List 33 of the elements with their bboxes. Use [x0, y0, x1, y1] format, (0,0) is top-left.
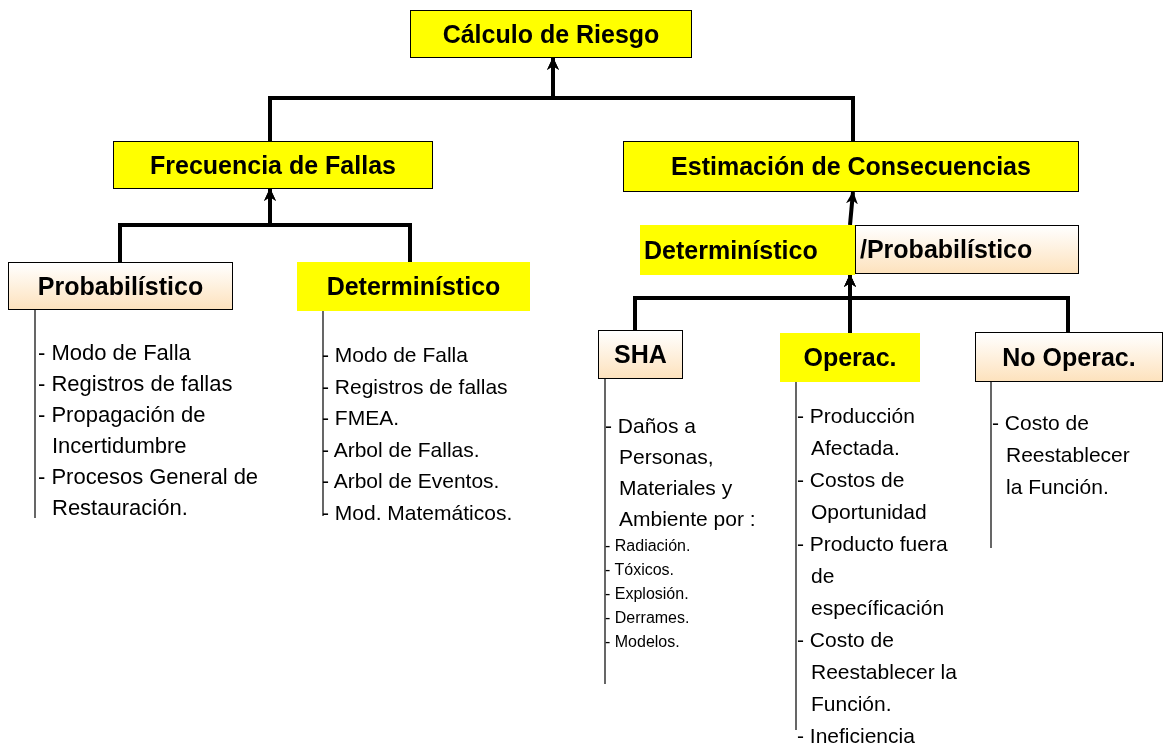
list-item: - Costo de Reestablecer la Función. [797, 627, 958, 717]
list-item: - Mod. Matemáticos. [322, 499, 514, 526]
list-item: - Explosión. [605, 584, 690, 604]
label-box: Frecuencia de Fallas [113, 141, 433, 189]
list-item: - Modo de Falla [38, 339, 192, 367]
list-item: - FMEA. [322, 405, 400, 431]
label-box: Operac. [780, 333, 920, 382]
label-box: SHA [598, 330, 683, 379]
list-item: - Ineficiencia [797, 723, 916, 744]
label-box: Determinístico [640, 225, 855, 275]
list-item: - Daños a Personas, Materiales y Ambiente por : [605, 413, 757, 532]
label-box: /Probabilístico [855, 225, 1079, 274]
list-item: - Costos de Oportunidad [797, 467, 928, 525]
list-item: - Modelos. [605, 632, 681, 652]
connector-arrow [845, 191, 858, 226]
label-box: No Operac. [975, 332, 1163, 382]
list-item: - Producto fuera de específicación [797, 531, 949, 621]
list-item: - Derrames. [605, 608, 691, 628]
list-item: - Costo de Reestablecer la Función. [992, 410, 1131, 500]
label-box: Probabilístico [8, 262, 233, 310]
list-item: - Tóxicos. [605, 560, 676, 580]
list-item: - Arbol de Fallas. [322, 436, 481, 463]
label-box: Cálculo de Riesgo [410, 10, 692, 58]
list-item: - Registros de fallas [322, 373, 509, 400]
list-item: - Procesos General de Restauración. [38, 463, 260, 522]
list-item: - Modo de Falla [322, 342, 469, 368]
list-item: - Registros de fallas [38, 370, 234, 398]
list-item: - Propagación de Incertidumbre [38, 401, 207, 460]
list-item: - Arbol de Eventos. [322, 468, 501, 494]
label-box: Estimación de Consecuencias [623, 141, 1079, 192]
list-item: - Radiación. [605, 536, 692, 556]
list-item: - Producción Afectada. [797, 403, 916, 461]
label-box: Determinístico [297, 262, 530, 311]
